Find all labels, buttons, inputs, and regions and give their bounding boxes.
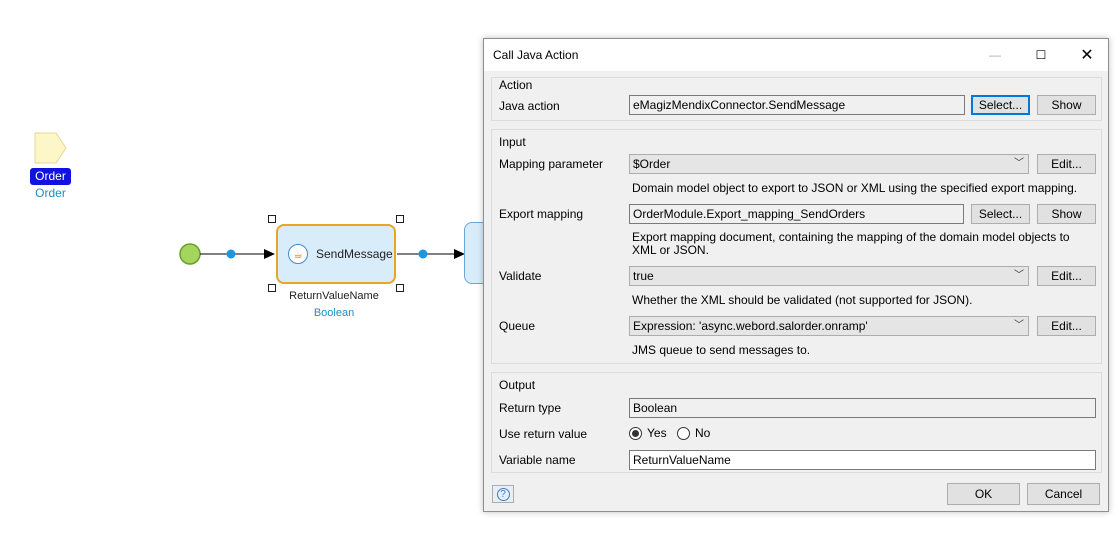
flow-dot-1: [226, 249, 236, 259]
validate-value: true: [633, 269, 654, 283]
export-mapping-help: Export mapping document, containing the …: [632, 230, 1070, 257]
return-variable-type: Boolean: [313, 307, 355, 319]
radio-unselected-icon: [677, 426, 690, 440]
export-mapping-show-button[interactable]: Show: [1037, 204, 1096, 224]
mapping-parameter-edit-button[interactable]: Edit...: [1037, 154, 1096, 174]
java-action-label: Java action: [499, 99, 560, 113]
resize-handle-bottom-left[interactable]: [268, 284, 276, 292]
action-section-title: Action: [499, 78, 533, 92]
validate-edit-button[interactable]: Edit...: [1037, 266, 1096, 286]
input-section-title: Input: [499, 135, 526, 149]
flow-dot-2: [418, 249, 428, 259]
cancel-button[interactable]: Cancel: [1027, 483, 1100, 505]
return-type-label: Return type: [499, 401, 562, 415]
export-mapping-label: Export mapping: [499, 207, 584, 221]
variable-name-input[interactable]: ReturnValueName: [629, 450, 1096, 470]
validate-dropdown[interactable]: true ﹀: [629, 266, 1029, 286]
chevron-down-icon: ﹀: [1014, 270, 1024, 281]
mapping-parameter-value: $Order: [633, 157, 671, 171]
radio-selected-icon: [629, 426, 642, 440]
queue-label: Queue: [499, 319, 536, 333]
validate-help: Whether the XML should be validated (not…: [632, 293, 973, 307]
use-return-yes-radio[interactable]: Yes: [629, 426, 667, 440]
resize-handle-top-left[interactable]: [268, 215, 276, 223]
ok-button[interactable]: OK: [947, 483, 1020, 505]
resize-handle-top-right[interactable]: [396, 215, 404, 223]
help-icon: ?: [496, 487, 510, 501]
output-section: Output Return type Boolean Use return va…: [491, 372, 1102, 473]
java-action-show-button[interactable]: Show: [1037, 95, 1096, 115]
call-java-action-dialog: Call Java Action — ☐ ✕ Action Java actio…: [483, 38, 1109, 512]
parameter-name-badge[interactable]: Order: [30, 168, 71, 185]
mapping-parameter-help: Domain model object to export to JSON or…: [632, 181, 1078, 195]
validate-label: Validate: [499, 269, 542, 283]
use-return-no-radio[interactable]: No: [677, 426, 710, 440]
export-mapping-field: OrderModule.Export_mapping_SendOrders: [629, 204, 964, 224]
java-cup-icon: ☕: [288, 244, 308, 264]
mapping-parameter-dropdown[interactable]: $Order ﹀: [629, 154, 1029, 174]
dialog-titlebar[interactable]: Call Java Action — ☐ ✕: [484, 39, 1108, 71]
start-event[interactable]: [179, 243, 201, 265]
yes-label: Yes: [647, 426, 667, 440]
parameter-type-label: Order: [35, 186, 66, 200]
minimize-button[interactable]: —: [989, 48, 1001, 62]
use-return-value-label: Use return value: [499, 427, 588, 441]
chevron-down-icon: ﹀: [1014, 320, 1024, 331]
close-button[interactable]: ✕: [1080, 47, 1094, 64]
mapping-parameter-label: Mapping parameter: [499, 157, 604, 171]
queue-dropdown[interactable]: Expression: 'async.webord.salorder.onram…: [629, 316, 1029, 336]
maximize-button[interactable]: ☐: [1035, 48, 1047, 62]
arrow-head-2: [454, 249, 465, 259]
java-action-activity[interactable]: ☕ SendMessage: [276, 224, 396, 284]
return-variable-name: ReturnValueName: [289, 290, 379, 302]
input-section: Input Mapping parameter $Order ﹀ Edit...…: [491, 129, 1102, 364]
no-label: No: [695, 426, 711, 440]
help-button[interactable]: ?: [492, 485, 514, 503]
action-section: Action Java action eMagizMendixConnector…: [491, 77, 1102, 121]
resize-handle-bottom-right[interactable]: [396, 284, 404, 292]
parameter-shape[interactable]: [34, 132, 68, 166]
export-mapping-select-button[interactable]: Select...: [971, 204, 1030, 224]
queue-help: JMS queue to send messages to.: [632, 343, 811, 357]
java-action-select-button[interactable]: Select...: [971, 95, 1030, 115]
queue-edit-button[interactable]: Edit...: [1037, 316, 1096, 336]
activity-label: SendMessage: [316, 247, 393, 261]
return-type-field: Boolean: [629, 398, 1096, 418]
chevron-down-icon: ﹀: [1014, 158, 1024, 169]
queue-value: Expression: 'async.webord.salorder.onram…: [633, 319, 868, 333]
arrow-head-1: [264, 249, 275, 259]
dialog-title: Call Java Action: [493, 48, 579, 62]
variable-name-label: Variable name: [499, 453, 576, 467]
output-section-title: Output: [499, 378, 536, 392]
java-action-field: eMagizMendixConnector.SendMessage: [629, 95, 965, 115]
